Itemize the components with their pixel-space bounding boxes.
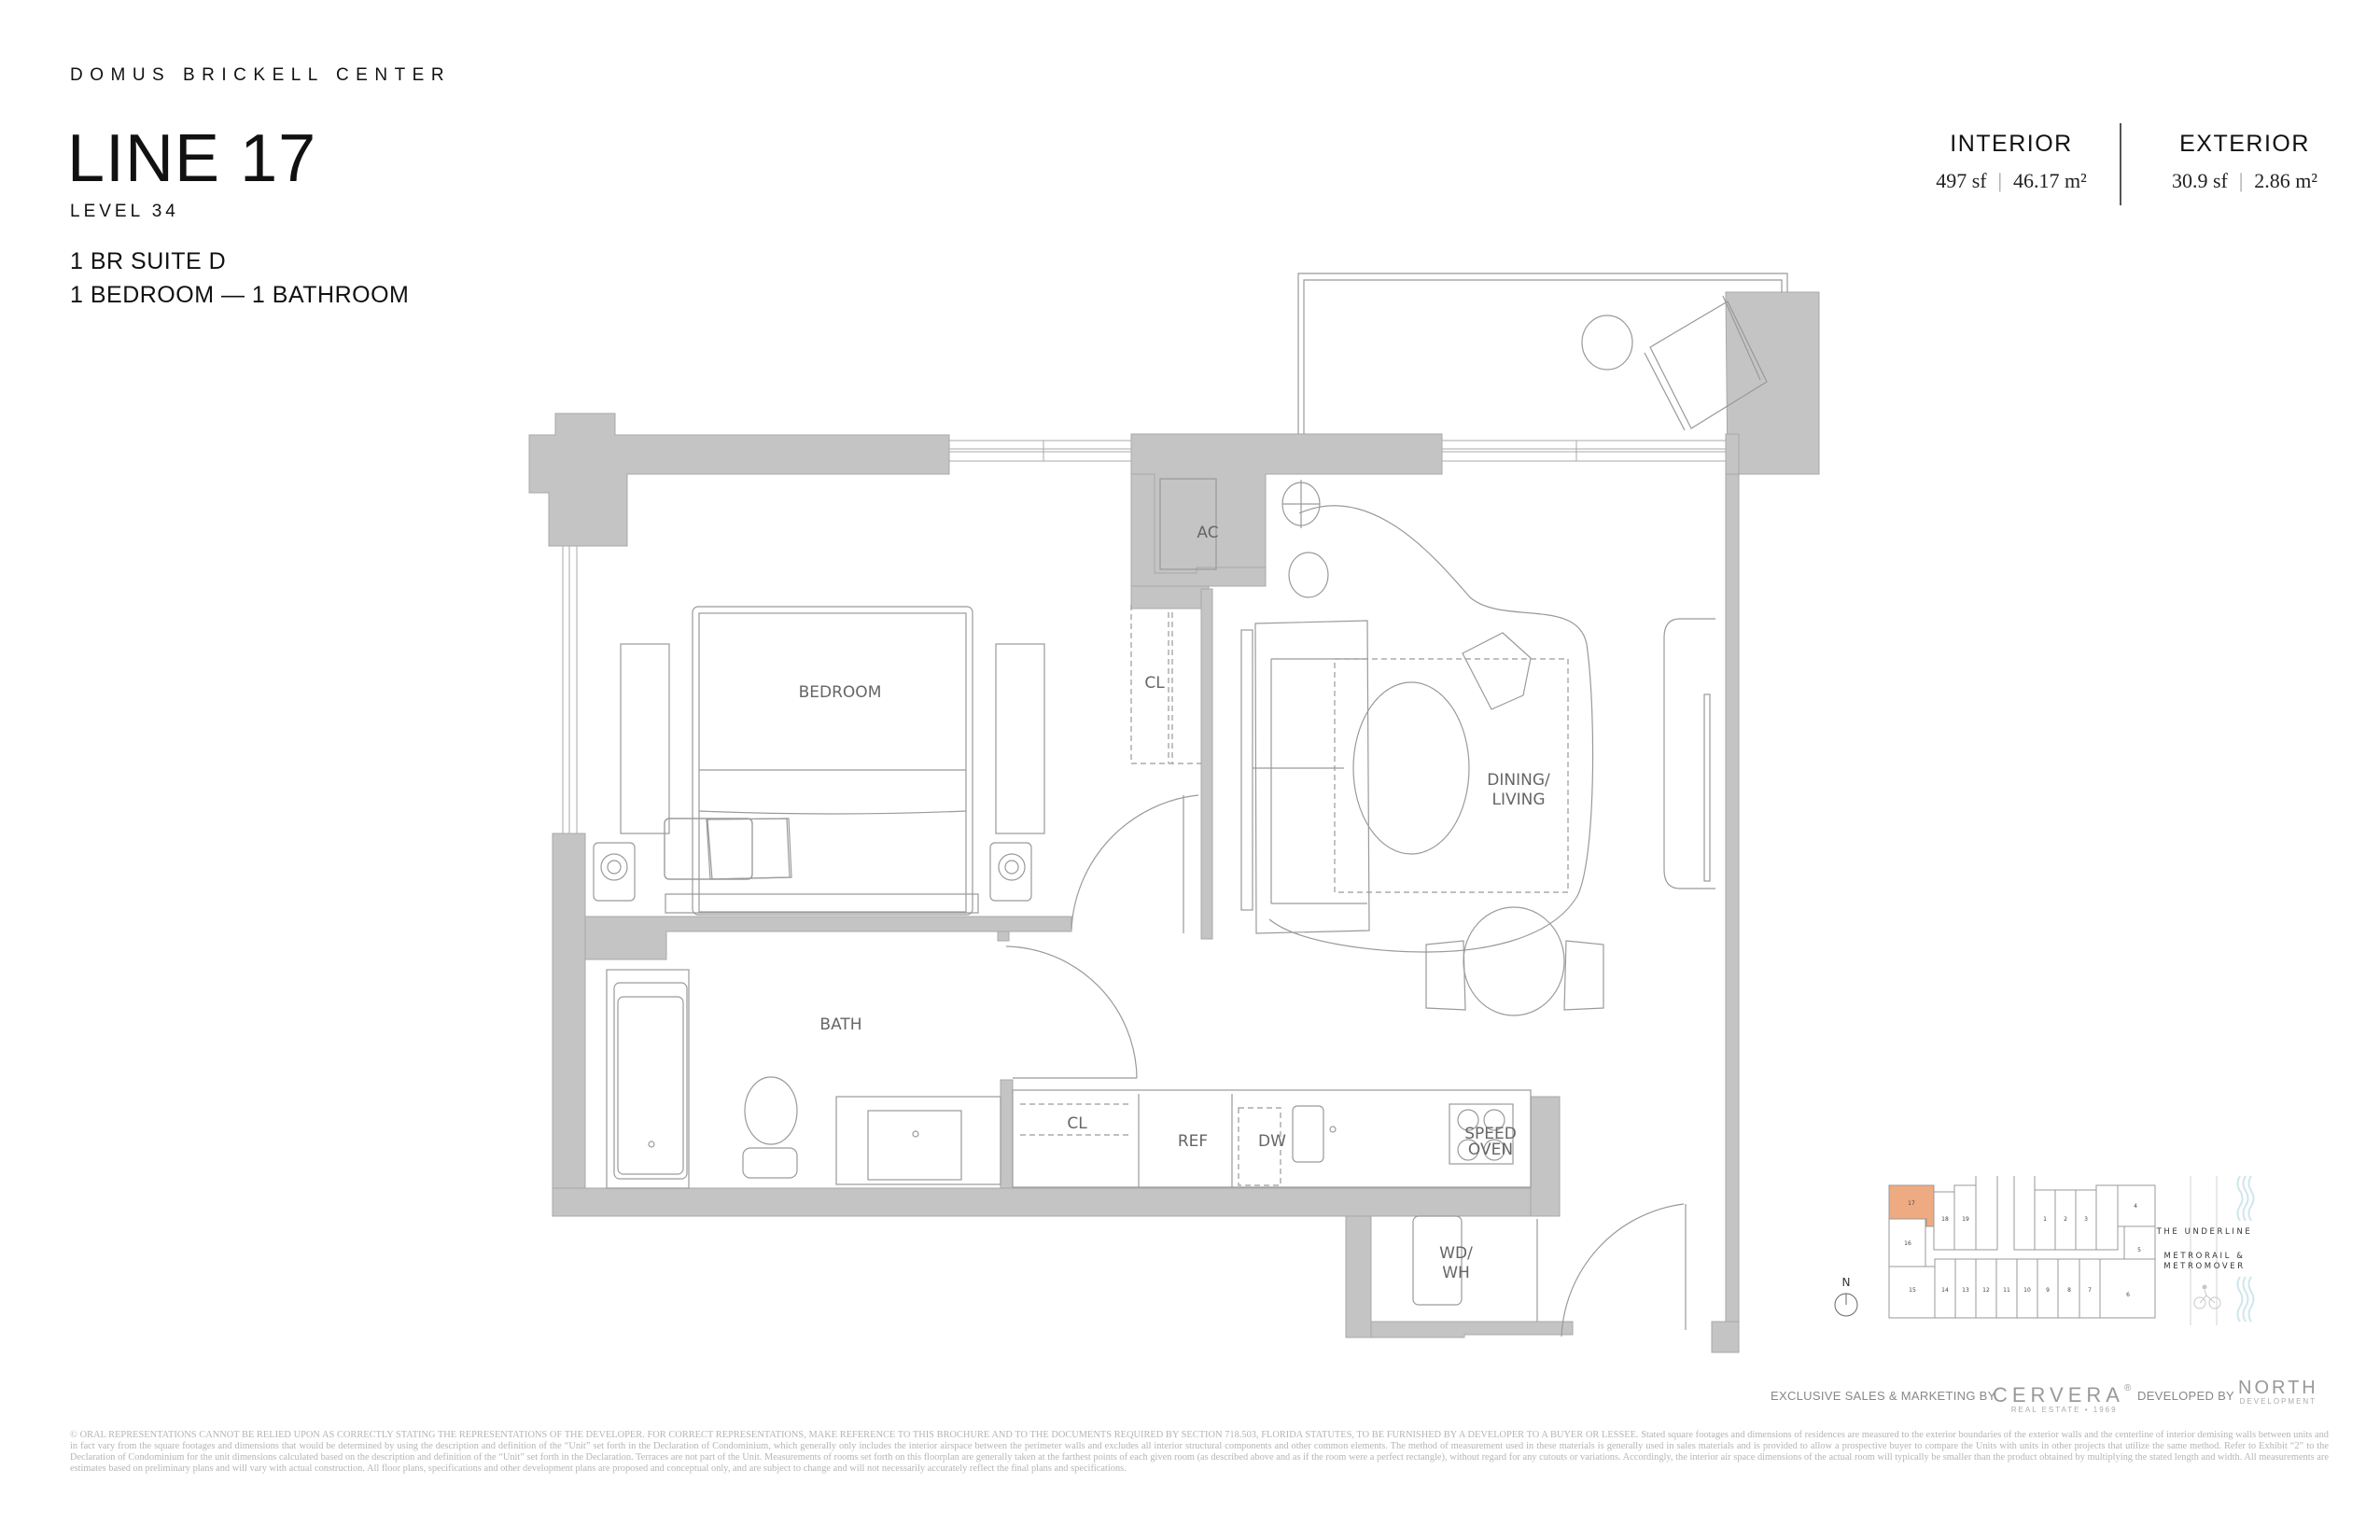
- room-label-wd: WD/: [1439, 1244, 1473, 1263]
- interior-values: 497 sf|46.17 m²: [1936, 169, 2087, 192]
- room-label-speed: SPEED: [1464, 1125, 1517, 1143]
- svg-text:18: 18: [1941, 1216, 1949, 1223]
- sales-label: EXCLUSIVE SALES & MARKETING BY: [1771, 1389, 1996, 1403]
- room-label-wh: WH: [1442, 1264, 1470, 1282]
- room-label-closet: CL: [1144, 674, 1165, 693]
- level-label: LEVEL 34: [70, 202, 179, 221]
- room-label-kitchen-closet: CL: [1067, 1114, 1087, 1133]
- north-label: N: [1842, 1276, 1851, 1289]
- project-name: DOMUS BRICKELL CENTER: [70, 65, 452, 85]
- area-divider: [2120, 123, 2121, 205]
- room-label-living: LIVING: [1491, 791, 1545, 809]
- svg-text:11: 11: [2003, 1287, 2010, 1294]
- interior-sf: 497 sf: [1936, 169, 1987, 192]
- walls: [528, 291, 1820, 1353]
- key-plan: 17 18 19 1 2 3 4 16 5 15 14 13 12 11 10 …: [1834, 1176, 2255, 1325]
- furniture: [593, 478, 1715, 1337]
- exterior-m2: 2.86 m²: [2254, 169, 2317, 192]
- developer-label: DEVELOPED BY: [2137, 1389, 2235, 1403]
- interior-m2: 46.17 m²: [2013, 169, 2087, 192]
- svg-text:15: 15: [1909, 1287, 1916, 1294]
- svg-text:7: 7: [2088, 1287, 2092, 1294]
- svg-text:10: 10: [2023, 1287, 2031, 1294]
- room-label-ac: AC: [1197, 524, 1218, 542]
- room-label-bedroom: BEDROOM: [799, 683, 882, 702]
- room-label-bath: BATH: [819, 1015, 861, 1034]
- svg-text:12: 12: [1982, 1287, 1990, 1294]
- cervera-logo: CERVERA® REAL ESTATE • 1969: [1993, 1383, 2136, 1414]
- svg-text:6: 6: [2126, 1292, 2130, 1298]
- water-wave-icon: [2236, 1176, 2255, 1323]
- room-label-ref: REF: [1178, 1132, 1208, 1151]
- metromover-label: METROMOVER: [2163, 1262, 2245, 1271]
- interior-area: INTERIOR 497 sf|46.17 m²: [1904, 131, 2119, 193]
- room-label-dining: DINING/: [1487, 771, 1550, 790]
- bed-bath-count: 1 BEDROOM — 1 BATHROOM: [70, 282, 410, 308]
- svg-text:17: 17: [1908, 1200, 1915, 1207]
- exterior-area: EXTERIOR 30.9 sf|2.86 m²: [2137, 131, 2352, 193]
- underline-label: THE UNDERLINE: [2156, 1227, 2253, 1237]
- room-label-oven: OVEN: [1468, 1141, 1513, 1159]
- exterior-sf: 30.9 sf: [2171, 169, 2228, 192]
- svg-text:4: 4: [2134, 1203, 2137, 1210]
- svg-text:8: 8: [2067, 1287, 2071, 1294]
- svg-text:1: 1: [2043, 1216, 2047, 1223]
- svg-text:14: 14: [1941, 1287, 1949, 1294]
- svg-text:3: 3: [2084, 1216, 2088, 1223]
- svg-text:13: 13: [1962, 1287, 1969, 1294]
- exterior-values: 30.9 sf|2.86 m²: [2171, 169, 2317, 192]
- bicycle-icon: [2193, 1284, 2221, 1309]
- svg-text:16: 16: [1904, 1240, 1911, 1247]
- svg-text:5: 5: [2137, 1247, 2141, 1253]
- svg-text:2: 2: [2064, 1216, 2067, 1223]
- windows: [562, 440, 1727, 834]
- svg-text:9: 9: [2046, 1287, 2050, 1294]
- suite-type: 1 BR SUITE D: [70, 248, 227, 274]
- legal-disclaimer: © ORAL REPRESENTATIONS CANNOT BE RELIED …: [70, 1430, 2329, 1474]
- svg-text:19: 19: [1962, 1216, 1969, 1223]
- exterior-label: EXTERIOR: [2179, 131, 2310, 157]
- terrace: [1297, 273, 1788, 434]
- unit-title: LINE 17: [67, 121, 317, 196]
- interior-label: INTERIOR: [1950, 131, 2073, 157]
- north-development-logo: NORTH DEVELOPMENT: [2238, 1378, 2318, 1406]
- metrorail-label: METRORAIL &: [2163, 1252, 2245, 1261]
- room-label-dw: DW: [1258, 1132, 1286, 1151]
